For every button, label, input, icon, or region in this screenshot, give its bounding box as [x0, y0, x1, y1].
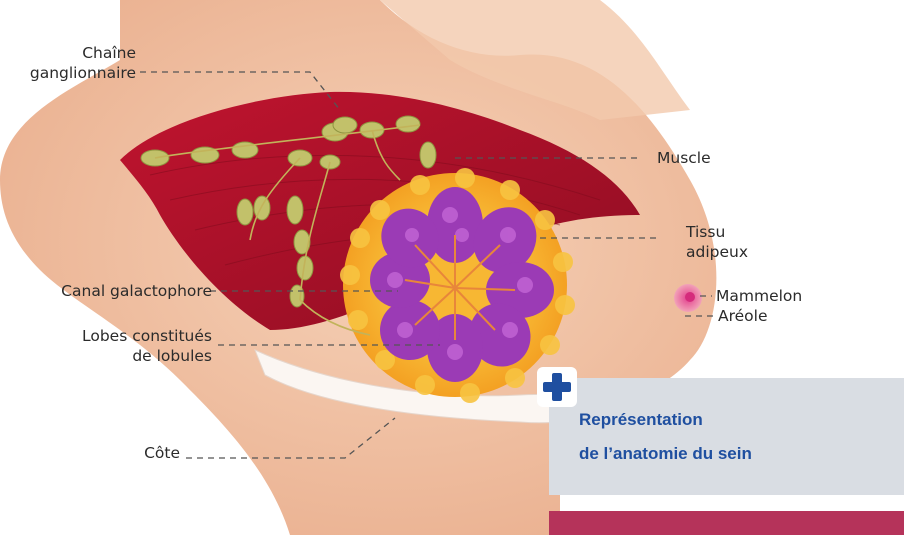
label-tissu-adipeux: Tissu adipeux [686, 222, 748, 262]
label-muscle: Muscle [657, 148, 711, 168]
label-lobes-line1: Lobes constitués [30, 326, 212, 346]
accent-bar [549, 511, 904, 535]
label-tissu-line1: Tissu [686, 222, 748, 242]
label-lobes: Lobes constitués de lobules [30, 326, 212, 366]
plus-icon [541, 371, 573, 403]
caption-line1: Représentation [579, 410, 703, 430]
caption-line2: de l’anatomie du sein [579, 444, 752, 464]
label-chaine-line2: ganglionnaire [8, 63, 136, 83]
label-canal-galactophore: Canal galactophore [8, 281, 212, 301]
label-mammelon: Mammelon [716, 286, 802, 306]
nipple [685, 292, 695, 302]
label-tissu-line2: adipeux [686, 242, 748, 262]
label-chaine-line1: Chaîne [8, 43, 136, 63]
label-chaine-ganglionnaire: Chaîne ganglionnaire [8, 43, 136, 83]
plus-badge [537, 367, 577, 407]
label-areole: Aréole [718, 306, 768, 326]
label-lobes-line2: de lobules [30, 346, 212, 366]
label-cote: Côte [100, 443, 180, 463]
caption-box: Représentation de l’anatomie du sein [549, 378, 904, 495]
